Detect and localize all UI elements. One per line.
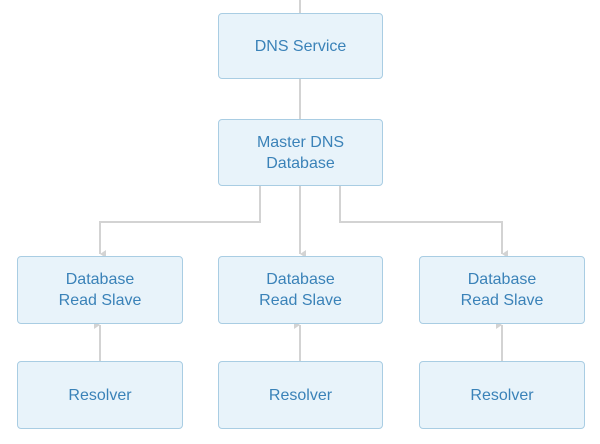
read-slave-right-label: Database Read Slave (460, 271, 544, 309)
resolver-left-node: Resolver (17, 361, 183, 429)
read-slave-center-node: Database Read Slave (218, 256, 383, 324)
master-dns-database-node: Master DNS Database (218, 119, 383, 186)
resolver-center-label: Resolver (268, 386, 333, 404)
resolver-right-label: Resolver (470, 386, 534, 404)
dns-service-label: DNS Service (254, 37, 347, 55)
read-slave-center-label: Database Read Slave (259, 271, 342, 309)
connector-master-to-read-slave-left (99, 186, 261, 258)
read-slave-left-node: Database Read Slave (17, 256, 183, 324)
master-dns-database-label: Master DNS Database (256, 133, 345, 172)
resolver-left-label: Resolver (68, 386, 132, 404)
resolver-center-node: Resolver (218, 361, 383, 429)
dns-service-node: DNS Service (218, 13, 383, 79)
resolver-right-node: Resolver (419, 361, 585, 429)
read-slave-left-label: Database Read Slave (58, 271, 142, 309)
read-slave-right-node: Database Read Slave (419, 256, 585, 324)
connector-master-to-read-slave-right (339, 186, 508, 258)
